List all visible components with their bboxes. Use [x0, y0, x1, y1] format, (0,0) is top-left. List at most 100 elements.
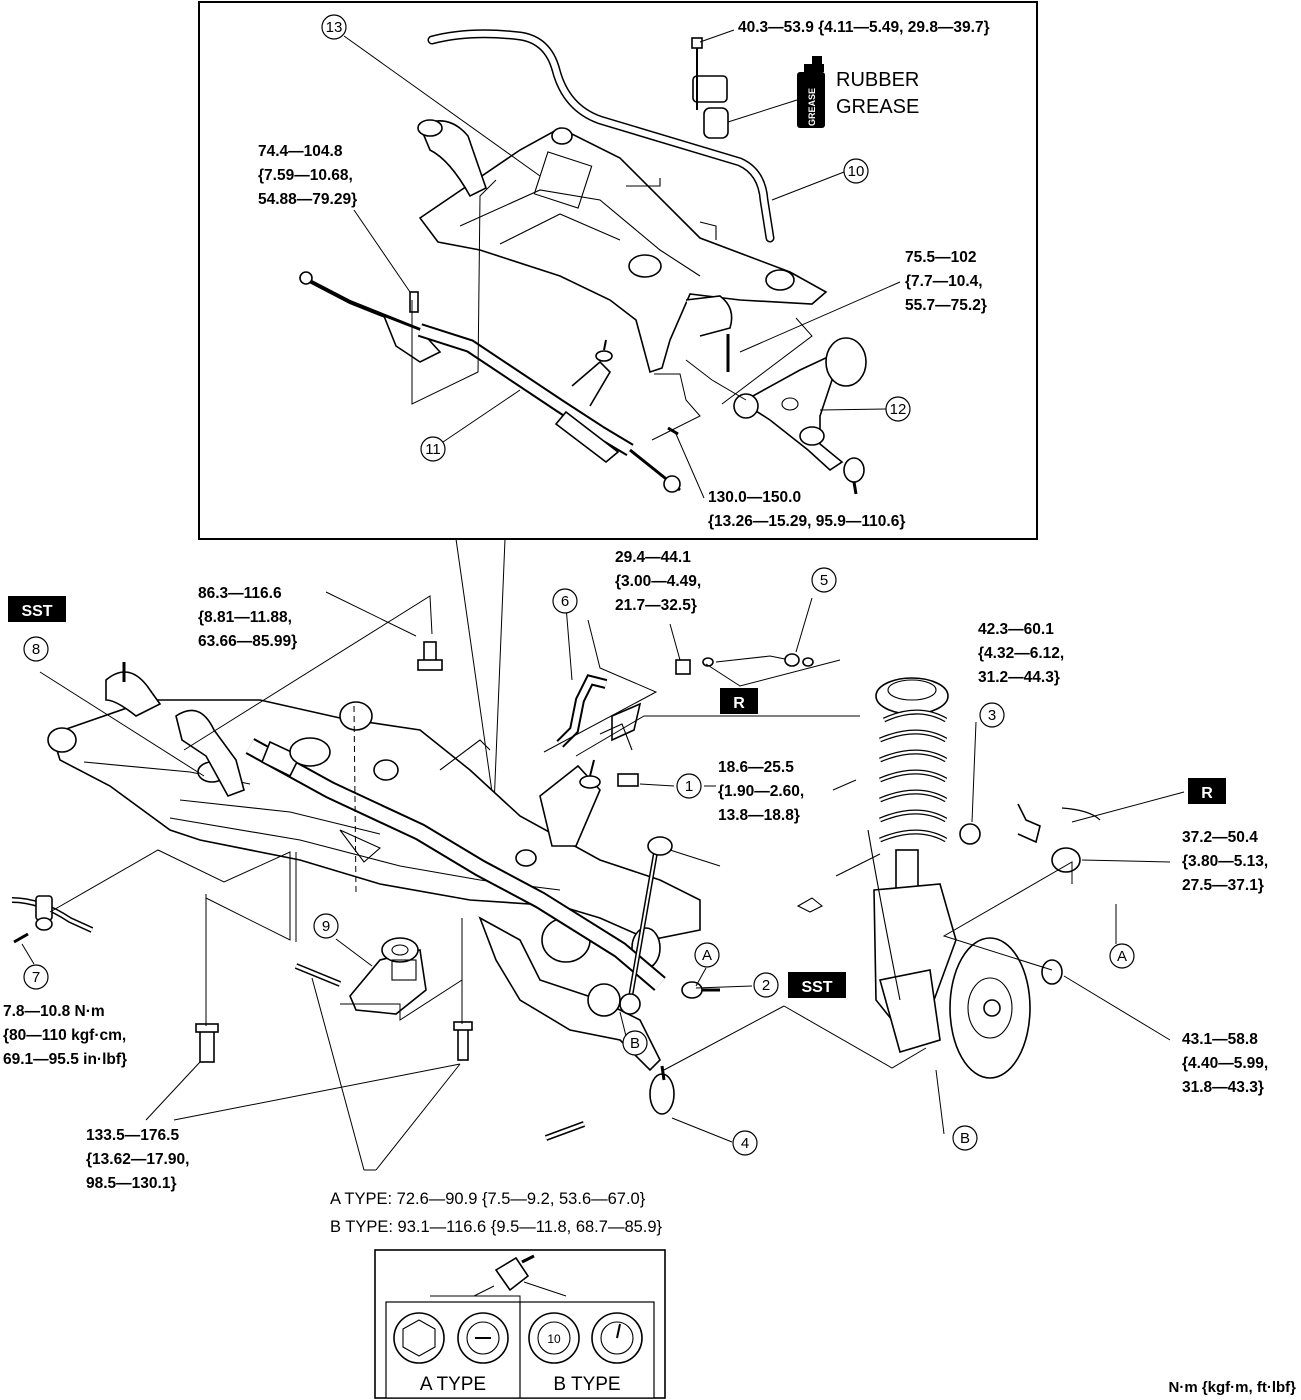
- b-type-bolt-number-icon: 10: [528, 1312, 580, 1364]
- stabilizer-bar: [427, 29, 775, 243]
- torque-steering-gear-line2: {7.59—10.68,: [258, 167, 353, 184]
- a-type-bolt-head-icon: [393, 1312, 445, 1364]
- torque-pipe-bolt-line1: 7.8—10.8 N·m: [3, 1003, 105, 1020]
- b-type-head-mark: 10: [547, 1332, 561, 1346]
- shaft-bolt: [675, 653, 814, 675]
- steering-gear-inset: [299, 271, 681, 493]
- svg-text:10: 10: [848, 163, 865, 180]
- lower-arm-inset: [733, 337, 867, 495]
- svg-text:7: 7: [32, 969, 40, 986]
- torque-tie-rod-nut-line2: {3.80—5.13,: [1182, 853, 1268, 870]
- callout-1: 1: [676, 773, 702, 799]
- b-type-label: B TYPE: [553, 1374, 620, 1395]
- svg-text:9: 9: [322, 918, 330, 935]
- replace-tag-shaft: R: [720, 688, 758, 714]
- svg-text:SST: SST: [801, 979, 832, 996]
- torque-tie-rod-nut-line3: 27.5—37.1}: [1182, 877, 1264, 894]
- a-type-label: A TYPE: [420, 1374, 486, 1395]
- front-crossmember-inset: [417, 119, 828, 374]
- replace-tag-cotter: R: [1188, 778, 1226, 804]
- callout-b-right: B: [952, 1125, 978, 1151]
- units-note: N·m {kgf·m, ft·lbf}: [1169, 1379, 1297, 1396]
- callout-9: 9: [313, 913, 339, 939]
- svg-text:11: 11: [425, 441, 441, 458]
- svg-text:1: 1: [685, 778, 693, 795]
- b-type-bolt-line-icon: [591, 1312, 643, 1364]
- torque-strut-top-line3: 31.2—44.3}: [978, 669, 1060, 686]
- torque-shaft-bolt-line1: 29.4—44.1: [615, 549, 691, 566]
- stabilizer-bushing: [691, 37, 729, 139]
- torque-strut-top-line1: 42.3—60.1: [978, 621, 1054, 638]
- svg-text:A: A: [702, 947, 712, 964]
- svg-text:12: 12: [890, 401, 907, 418]
- a-type-torque: A TYPE: 72.6—90.9 {7.5—9.2, 53.6—67.0}: [330, 1190, 646, 1208]
- svg-text:4: 4: [741, 1135, 749, 1152]
- svg-text:3: 3: [988, 707, 996, 724]
- svg-text:B: B: [960, 1130, 970, 1147]
- grease-label-line1: RUBBER: [836, 69, 919, 91]
- callout-10: 10: [771, 158, 869, 201]
- intermediate-shaft-hose: [556, 674, 608, 748]
- grease-can-label: GREASE: [807, 88, 817, 126]
- a-type-bolt-marked-icon: [457, 1312, 509, 1364]
- torque-knuckle-nut-line1: 43.1—58.8: [1182, 1031, 1258, 1048]
- torque-tie-rod-nut-line1: 37.2—50.4: [1182, 829, 1258, 846]
- strut-assembly: [867, 677, 1031, 1079]
- svg-text:6: 6: [561, 593, 569, 610]
- member-pipe: [11, 895, 94, 944]
- steering-gear: [245, 737, 666, 991]
- torque-steering-gear-line3: 54.88—79.29}: [258, 191, 357, 208]
- grease-can-icon: GREASE: [797, 56, 825, 128]
- callout-a-right: A: [1109, 943, 1135, 969]
- torque-pipe-bolt-line2: {80—110 kgf·cm,: [3, 1027, 126, 1044]
- svg-text:5: 5: [820, 572, 828, 589]
- torque-shaft-bolt-line2: {3.00—4.49,: [615, 573, 701, 590]
- callout-5: 5: [811, 567, 837, 593]
- torque-shaft-bolt-line3: 21.7—32.5}: [615, 597, 697, 614]
- sst-tag-right: SST: [788, 972, 846, 998]
- torque-link-nut-line1: 18.6—25.5: [718, 759, 794, 776]
- torque-lower-arm-rear-line3: 55.7—75.2}: [905, 297, 987, 314]
- grease-label-line2: GREASE: [836, 96, 919, 118]
- sst-tag-left: SST: [8, 596, 66, 622]
- torque-knuckle-nut-line3: 31.8—43.3}: [1182, 1079, 1264, 1096]
- callout-7: 7: [21, 943, 49, 990]
- torque-link-nut-line2: {1.90—2.60,: [718, 783, 804, 800]
- torque-member-rear-line1: 133.5—176.5: [86, 1127, 179, 1144]
- torque-member-front-line1: 86.3—116.6: [198, 585, 282, 602]
- b-type-torque: B TYPE: 93.1—116.6 {9.5—11.8, 68.7—85.9}: [330, 1218, 663, 1236]
- torque-member-front-line3: 63.66—85.99}: [198, 633, 297, 650]
- tie-rod-end: [681, 803, 1081, 999]
- torque-lower-arm-front-line1: 130.0—150.0: [708, 489, 801, 506]
- svg-text:8: 8: [32, 641, 40, 658]
- torque-knuckle-nut-line2: {4.40—5.99,: [1182, 1055, 1268, 1072]
- torque-steering-gear-line1: 74.4—104.8: [258, 143, 343, 160]
- svg-text:SST: SST: [21, 603, 52, 620]
- torque-lower-arm-rear-line1: 75.5—102: [905, 249, 977, 266]
- torque-lower-arm-rear-line2: {7.7—10.4,: [905, 273, 983, 290]
- torque-lower-arm-front-line2: {13.26—15.29, 95.9—110.6}: [708, 513, 905, 530]
- bolt-type-legend: 10 A TYPE B TYPE: [374, 1249, 666, 1399]
- callout-3: 3: [979, 702, 1005, 728]
- callout-11: 11: [420, 389, 521, 462]
- callout-8: 8: [23, 636, 49, 662]
- torque-stabilizer-bracket: 40.3—53.9 {4.11—5.49, 29.8—39.7}: [738, 19, 990, 36]
- svg-text:A: A: [1117, 948, 1127, 965]
- engine-mount: [349, 937, 427, 1015]
- callout-12: 12: [819, 396, 911, 422]
- torque-member-rear-line3: 98.5—130.1}: [86, 1175, 177, 1192]
- callout-6: 6: [552, 588, 578, 614]
- callout-13: 13: [321, 14, 541, 177]
- svg-text:B: B: [630, 1035, 640, 1052]
- svg-text:13: 13: [326, 19, 343, 36]
- torque-member-rear-line2: {13.62—17.90,: [86, 1151, 189, 1168]
- svg-text:R: R: [733, 695, 745, 712]
- torque-member-front-line2: {8.81—11.88,: [198, 609, 292, 626]
- callout-4: 4: [732, 1130, 758, 1156]
- callout-b-left: B: [622, 1030, 648, 1056]
- member-front-bolt: [417, 641, 443, 671]
- svg-text:2: 2: [762, 977, 770, 994]
- svg-text:R: R: [1201, 785, 1213, 802]
- callout-2: 2: [753, 972, 779, 998]
